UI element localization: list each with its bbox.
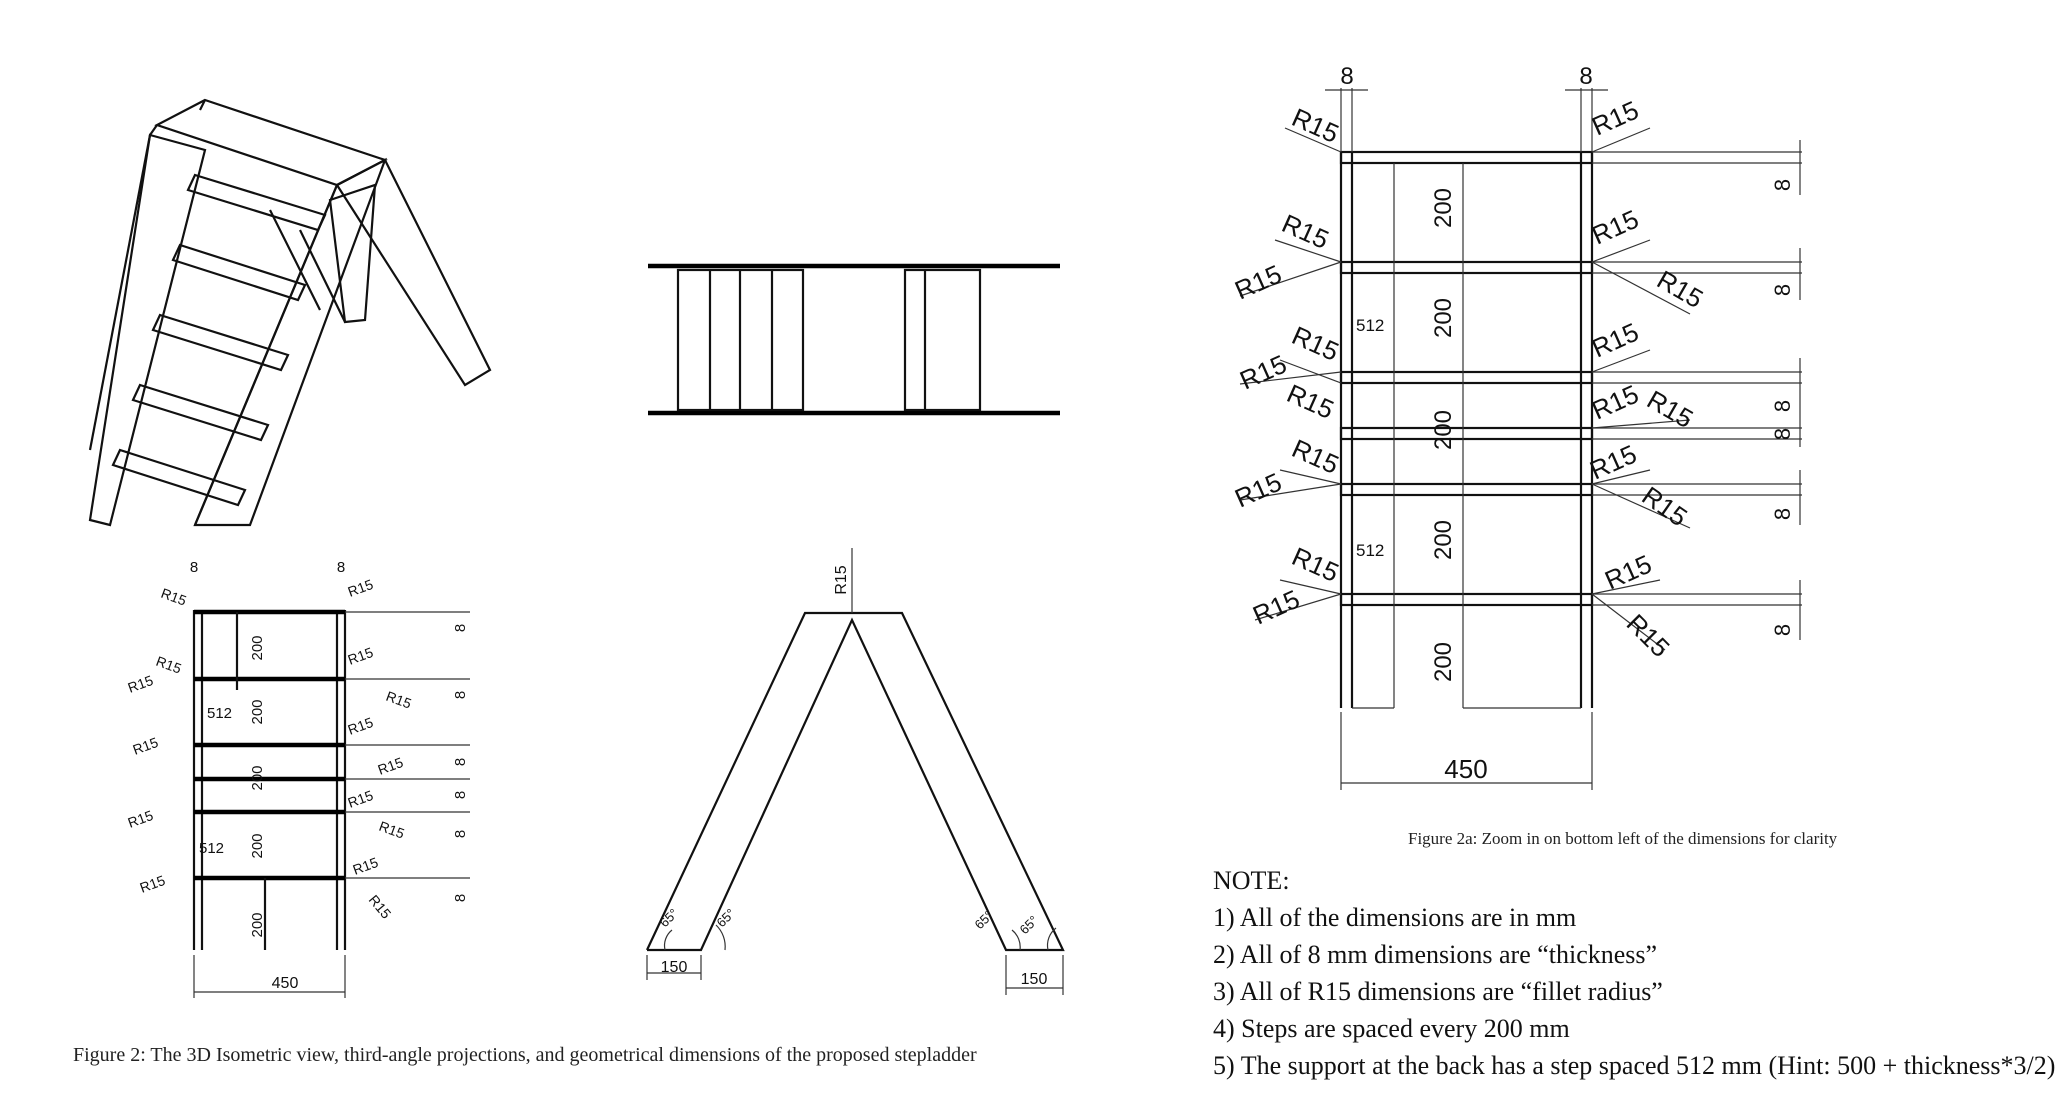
notes-block: NOTE: 1) All of the dimensions are in mm…	[1213, 862, 2055, 1084]
side-fillet-label: R15	[833, 565, 850, 594]
zoom-thk-r1: 8	[1770, 179, 1795, 191]
zoom-back-512-2: 512	[1356, 541, 1384, 560]
small-r15-1: R15	[159, 585, 189, 609]
front-view-small: 450 200 200 200 200 200 512 512 8 8 8 8 …	[126, 559, 470, 998]
side-view: R15 150 150 65° 65° 65° 65°	[646, 548, 1065, 995]
figure2a-caption: Figure 2a: Zoom in on bottom left of the…	[1408, 829, 1838, 848]
small-thk-r2: 8	[452, 691, 469, 699]
zoomed-front-view: 200 200 200 200 200 512 512 450 8 8	[1230, 63, 1802, 790]
small-step-200-2: 200	[249, 699, 266, 724]
small-back-512-1: 512	[207, 705, 232, 722]
zoom-thk-top-left: 8	[1340, 63, 1353, 90]
note-item-1: 1) All of the dimensions are in mm	[1213, 903, 1577, 932]
notes-heading: NOTE:	[1213, 866, 1290, 895]
small-thk-r3: 8	[452, 758, 469, 766]
zoom-r15-7: R15	[1288, 320, 1344, 367]
zoom-r15-20: R15	[1621, 608, 1676, 663]
figure2-caption: Figure 2: The 3D Isometric view, third-a…	[73, 1044, 977, 1066]
isometric-view	[88, 98, 492, 527]
zoom-thk-r4: 8	[1770, 428, 1795, 440]
zoom-step-200-5: 200	[1430, 642, 1457, 682]
small-r15-14: R15	[351, 854, 381, 878]
small-step-200-4: 200	[249, 833, 266, 858]
small-thk-top-right: 8	[337, 559, 345, 576]
zoom-r15-5: R15	[1587, 204, 1643, 251]
zoom-r15-14: R15	[1230, 467, 1286, 514]
zoom-r15-9: R15	[1283, 378, 1339, 425]
small-r15-9: R15	[376, 754, 406, 778]
small-r15-7: R15	[131, 734, 161, 758]
zoom-r15-3: R15	[1278, 208, 1334, 255]
small-step-200-3: 200	[249, 765, 266, 790]
zoom-thk-top-right: 8	[1579, 63, 1592, 90]
small-r15-4: R15	[126, 672, 156, 696]
zoom-r15-16: R15	[1637, 480, 1693, 532]
small-thk-top-left: 8	[190, 559, 198, 576]
zoom-r15-17: R15	[1288, 541, 1344, 588]
zoom-thk-r3: 8	[1770, 400, 1795, 412]
zoom-r15-6: R15	[1652, 264, 1708, 314]
angle-label-3: 65°	[972, 908, 997, 933]
foot-width-right: 150	[1021, 971, 1048, 988]
zoom-r15-12: R15	[1642, 384, 1698, 434]
zoom-r15-15: R15	[1585, 439, 1641, 486]
small-r15-6: R15	[384, 688, 414, 712]
zoom-r15-11: R15	[1587, 379, 1643, 426]
zoom-thk-r2: 8	[1770, 284, 1795, 296]
angle-label-1: 65°	[657, 906, 682, 931]
zoom-width-label: 450	[1444, 754, 1487, 784]
zoom-r15-8: R15	[1235, 349, 1291, 396]
note-item-4: 4) Steps are spaced every 200 mm	[1213, 1014, 1570, 1043]
small-thk-r6: 8	[452, 894, 469, 902]
note-item-5: 5) The support at the back has a step sp…	[1213, 1051, 2056, 1080]
zoom-step-200-4: 200	[1430, 520, 1457, 560]
zoom-back-512-1: 512	[1356, 316, 1384, 335]
small-r15-3: R15	[154, 653, 184, 677]
small-r15-11: R15	[346, 787, 376, 811]
angle-label-4: 65°	[1017, 913, 1042, 938]
top-view	[648, 263, 1060, 416]
small-r15-12: R15	[377, 818, 407, 842]
small-width-label: 450	[272, 975, 299, 992]
zoom-r15-1: R15	[1288, 102, 1344, 149]
small-step-200-5: 200	[249, 912, 266, 937]
zoom-r15-18: R15	[1248, 584, 1304, 631]
zoom-step-200-3: 200	[1430, 410, 1457, 450]
small-step-200-1: 200	[249, 635, 266, 660]
zoom-r15-13: R15	[1288, 433, 1344, 480]
zoom-step-200-1: 200	[1430, 188, 1457, 228]
small-r15-13: R15	[138, 872, 168, 896]
small-r15-15: R15	[366, 892, 395, 922]
small-r15-10: R15	[126, 807, 156, 831]
zoom-thk-r6: 8	[1770, 624, 1795, 636]
small-thk-r4: 8	[452, 791, 469, 799]
note-item-2: 2) All of 8 mm dimensions are “thickness…	[1213, 940, 1658, 969]
small-thk-r1: 8	[452, 624, 469, 632]
zoom-thk-r5: 8	[1770, 508, 1795, 520]
zoom-r15-19: R15	[1600, 549, 1656, 596]
zoom-r15-4: R15	[1230, 259, 1286, 306]
small-r15-8: R15	[346, 714, 376, 738]
foot-width-left: 150	[661, 959, 688, 976]
small-r15-2: R15	[346, 576, 376, 600]
small-back-512-2: 512	[199, 840, 224, 857]
zoom-step-200-2: 200	[1430, 298, 1457, 338]
small-r15-5: R15	[346, 644, 376, 668]
small-thk-r5: 8	[452, 830, 469, 838]
note-item-3: 3) All of R15 dimensions are “fillet rad…	[1213, 977, 1663, 1006]
